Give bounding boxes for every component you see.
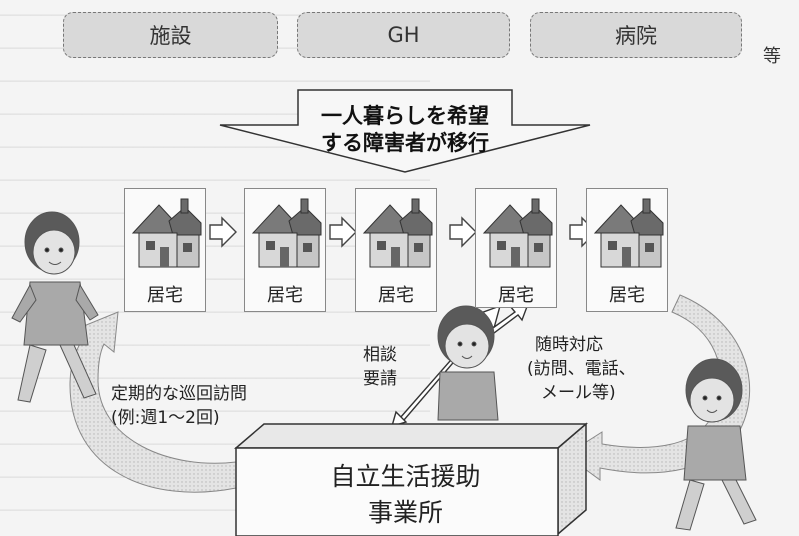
house-icon [482, 198, 553, 268]
house-icon [251, 198, 322, 268]
group-home-box: GH [297, 12, 510, 58]
patrol-visit-label: 定期的な巡回訪問 (例:週1～2回) [111, 382, 247, 430]
home-card-5: 居宅 [586, 188, 668, 312]
home-label-4: 居宅 [498, 285, 534, 306]
response-double-arrow [484, 303, 530, 337]
home-card-2: 居宅 [244, 188, 326, 312]
house-icon [131, 198, 202, 268]
home-label-1: 居宅 [147, 285, 183, 306]
home-label-5: 居宅 [609, 285, 645, 306]
flow-arrow-1 [209, 216, 237, 248]
response-line-1: 随時対応 [535, 335, 603, 355]
home-label-3: 居宅 [378, 285, 414, 306]
on-demand-response-label: 随時対応 (訪問、電話、 メール等) [527, 333, 636, 405]
home-card-4: 居宅 [475, 188, 557, 308]
response-line-2: (訪問、電話、 [527, 359, 636, 379]
office-label: 自立生活援助 事業所 [248, 459, 563, 531]
group-home-label: GH [387, 23, 420, 47]
facility-label: 施設 [149, 24, 192, 48]
flow-arrow-3 [449, 216, 477, 248]
banner-line-1: 一人暮らしを希望 [321, 104, 489, 128]
office-block [233, 422, 589, 536]
home-card-3: 居宅 [355, 188, 437, 312]
response-line-3: メール等) [541, 383, 616, 403]
consult-request-label: 相談 要請 [363, 343, 397, 391]
office-line-1: 自立生活援助 [330, 462, 481, 491]
hospital-box: 病院 [530, 12, 742, 58]
house-icon [593, 198, 664, 268]
person-center-figure [437, 305, 499, 421]
patrol-visit-line-2: (例:週1～2回) [111, 408, 220, 428]
consult-line-2: 要請 [363, 369, 397, 389]
house-icon [362, 198, 433, 268]
facility-box: 施設 [63, 12, 278, 58]
home-label-2: 居宅 [267, 285, 303, 306]
patrol-visit-curved-arrow [69, 311, 237, 493]
banner-line-2: する障害者が移行 [321, 131, 489, 155]
transition-banner-arrow [219, 89, 591, 173]
flow-arrow-2 [329, 216, 357, 248]
hospital-label: 病院 [615, 24, 657, 48]
patrol-visit-line-1: 定期的な巡回訪問 [111, 384, 247, 404]
transition-banner-text: 一人暮らしを希望 する障害者が移行 [290, 103, 520, 157]
home-card-1: 居宅 [124, 188, 206, 312]
person-right-figure [675, 358, 757, 531]
person-left-figure [11, 211, 99, 403]
consult-line-1: 相談 [363, 345, 397, 365]
etc-suffix: 等 [763, 46, 781, 67]
office-line-2: 事業所 [367, 498, 443, 527]
